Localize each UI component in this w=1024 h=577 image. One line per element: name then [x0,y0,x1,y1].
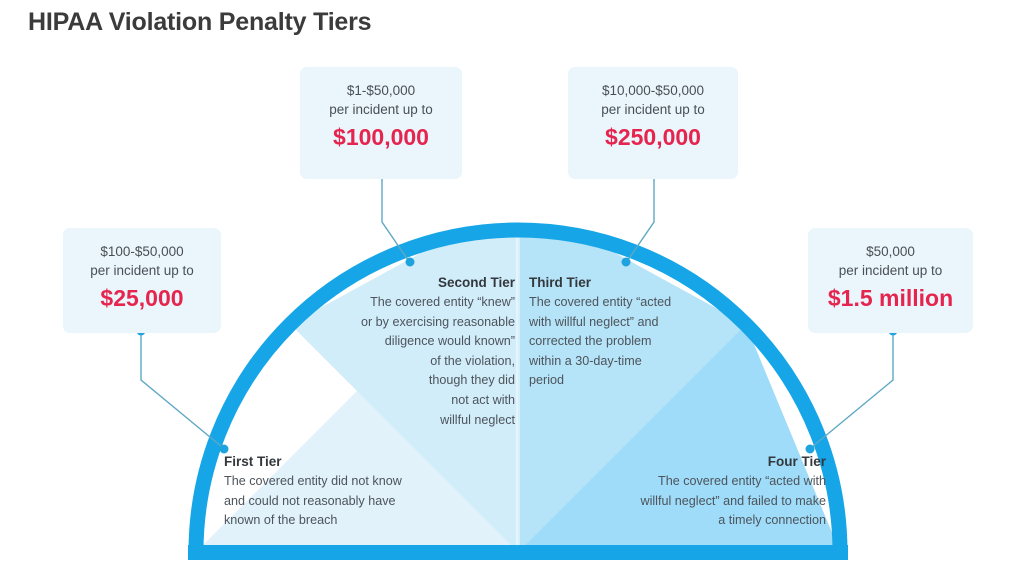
callout-tier3-per-incident: per incident up to [601,102,705,117]
center-divider [516,230,520,552]
page-title: HIPAA Violation Penalty Tiers [28,8,372,36]
tier-second-body: The covered entity “knew”or by exercisin… [360,295,515,427]
callout-tier3[interactable]: $10,000-$50,000 per incident up to $250,… [568,67,738,179]
callout-tier4[interactable]: $50,000 per incident up to $1.5 million [808,228,973,333]
callout-tier3-amount: $250,000 [605,124,701,150]
arc-outline [188,222,848,553]
tier-four-title: Four Tier [767,454,826,469]
tier-first-title: First Tier [224,454,282,469]
callout-tier2-amount: $100,000 [333,124,429,150]
callout-tier4-amount: $1.5 million [827,285,954,311]
callout-tier1-amount: $25,000 [100,285,184,311]
callout-tier2[interactable]: $1-$50,000 per incident up to $100,000 [300,67,462,179]
callout-tier2-per-incident: per incident up to [329,102,433,117]
callout-tier1[interactable]: $100-$50,000 per incident up to $25,000 [63,228,221,333]
tier-segments [196,230,840,552]
segment-third-tier [518,230,746,552]
segment-four-tier [518,324,840,552]
arc-base-bar [188,545,848,560]
callout-tier1-per-incident: per incident up to [90,263,194,278]
callout-tier1-range: $100-$50,000 [100,244,184,259]
segment-second-tier-real [290,230,518,552]
tier-second-title: Second Tier [437,275,515,290]
callout-tier2-range: $1-$50,000 [346,83,416,98]
callout-tier4-range: $50,000 [866,244,915,259]
tier-third-title: Third Tier [529,275,592,290]
tier-block-second: Second Tier The covered entity “knew”or … [330,273,515,430]
callout-tier4-per-incident: per incident up to [838,263,943,278]
callout-tier3-range: $10,000-$50,000 [601,83,705,98]
tier-block-four: Four Tier The covered entity “acted with… [596,452,826,531]
tier-block-first: First Tier The covered entity did not kn… [224,452,454,531]
